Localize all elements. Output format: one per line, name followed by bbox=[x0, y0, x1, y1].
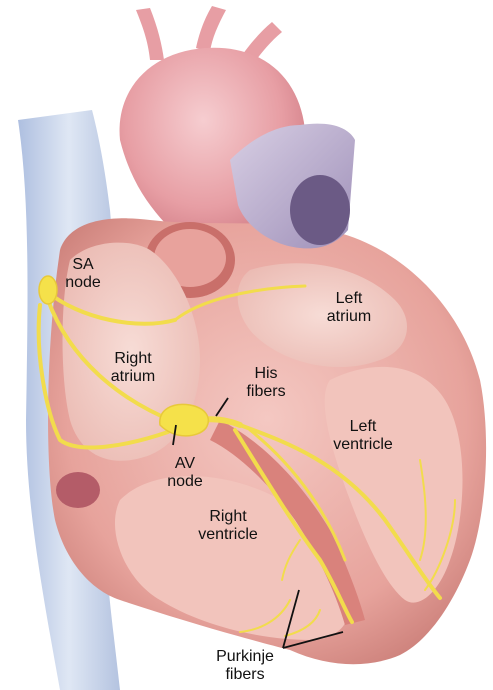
av-node bbox=[160, 404, 208, 436]
pulmonary-opening bbox=[290, 175, 350, 245]
right-ventricle-label: Right ventricle bbox=[183, 508, 273, 544]
right-atrium-label: Right atrium bbox=[100, 350, 166, 386]
sa-node-label: SA node bbox=[58, 256, 108, 292]
sa-node bbox=[39, 276, 57, 304]
purkinje-fibers-label: Purkinje fibers bbox=[200, 648, 290, 684]
left-atrium-label: Left atrium bbox=[318, 290, 380, 326]
aortic-branch bbox=[196, 6, 226, 52]
his-fibers-label: His fibers bbox=[236, 365, 296, 401]
coronary-sinus bbox=[56, 472, 100, 508]
left-ventricle-label: Left ventricle bbox=[318, 418, 408, 454]
aortic-branch bbox=[136, 8, 164, 60]
av-node-label: AV node bbox=[160, 455, 210, 491]
